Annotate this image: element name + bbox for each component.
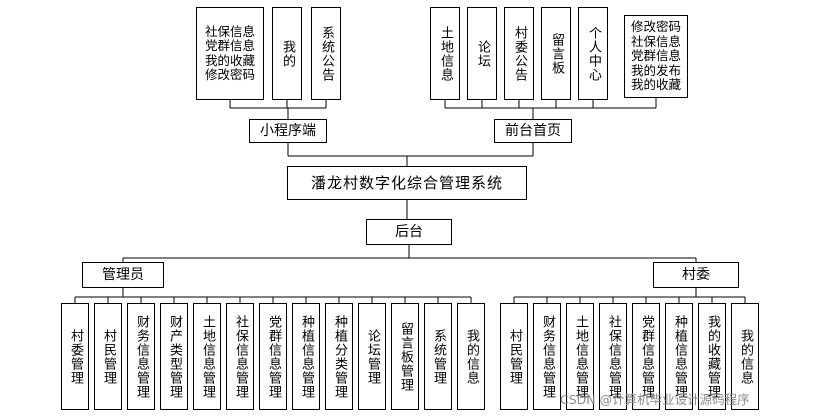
front-home-child: 村委公告 [504, 7, 534, 100]
box-text-line: 社保信息 [204, 23, 255, 39]
admin-function: 党群信息管理 [259, 303, 287, 410]
box-text-line: 我的发布 [630, 62, 681, 78]
admin-function: 种植分类管理 [325, 303, 353, 410]
committee-function: 财务信息管理 [533, 303, 561, 410]
front-home-child: 论坛 [467, 7, 497, 100]
committee-function: 土地信息管理 [566, 303, 594, 410]
admin-function: 系统管理 [424, 303, 452, 410]
mini-program-node: 小程序端 [249, 119, 327, 143]
admin-function: 土地信息管理 [193, 303, 221, 410]
box-text-line: 修改密码 [204, 67, 255, 82]
box-text-line: 修改密码 [630, 19, 681, 35]
front-home-child: 修改密码社保信息党群信息我的发布我的收藏 [624, 15, 688, 98]
admin-function: 种植信息管理 [292, 303, 320, 410]
box-text-line: 我的收藏 [204, 52, 255, 68]
admin-function: 论坛管理 [358, 303, 386, 410]
committee-function: 村民管理 [500, 303, 528, 410]
mini-program-child: 系统公告 [311, 7, 341, 100]
box-text-line: 我的收藏 [630, 77, 681, 93]
committee-node: 村委 [653, 262, 739, 288]
box-text-line: 党群信息 [204, 38, 255, 53]
root-node: 潘龙村数字化综合管理系统 [287, 166, 527, 200]
mini-program-child: 社保信息党群信息我的收藏修改密码 [196, 7, 264, 100]
committee-function: 我的信息 [731, 303, 759, 410]
front-home-node: 前台首页 [494, 119, 572, 143]
committee-function: 社保信息管理 [599, 303, 627, 410]
admin-function: 村民管理 [94, 303, 122, 410]
box-text-line: 党群信息 [630, 48, 681, 64]
committee-function: 种植信息管理 [665, 303, 693, 410]
front-home-child: 土地信息 [430, 7, 460, 100]
admin-function: 财产类型管理 [160, 303, 188, 410]
admin-function: 社保信息管理 [226, 303, 254, 410]
admin-node: 管理员 [82, 262, 164, 288]
admin-function: 留言板管理 [391, 303, 419, 410]
committee-function: 我的收藏管理 [698, 303, 726, 410]
admin-function: 我的信息 [457, 303, 485, 410]
committee-function: 党群信息管理 [632, 303, 660, 410]
front-home-child: 留言板 [541, 7, 571, 100]
front-home-child: 个人中心 [578, 7, 608, 100]
admin-function: 财务信息管理 [127, 303, 155, 410]
backend-node: 后台 [366, 219, 452, 245]
admin-function: 村委管理 [61, 303, 89, 410]
box-text-line: 社保信息 [630, 33, 681, 49]
watermark: CSDN @计算机毕业设计源码程序 [560, 392, 750, 407]
mini-program-child: 我的 [272, 7, 302, 100]
